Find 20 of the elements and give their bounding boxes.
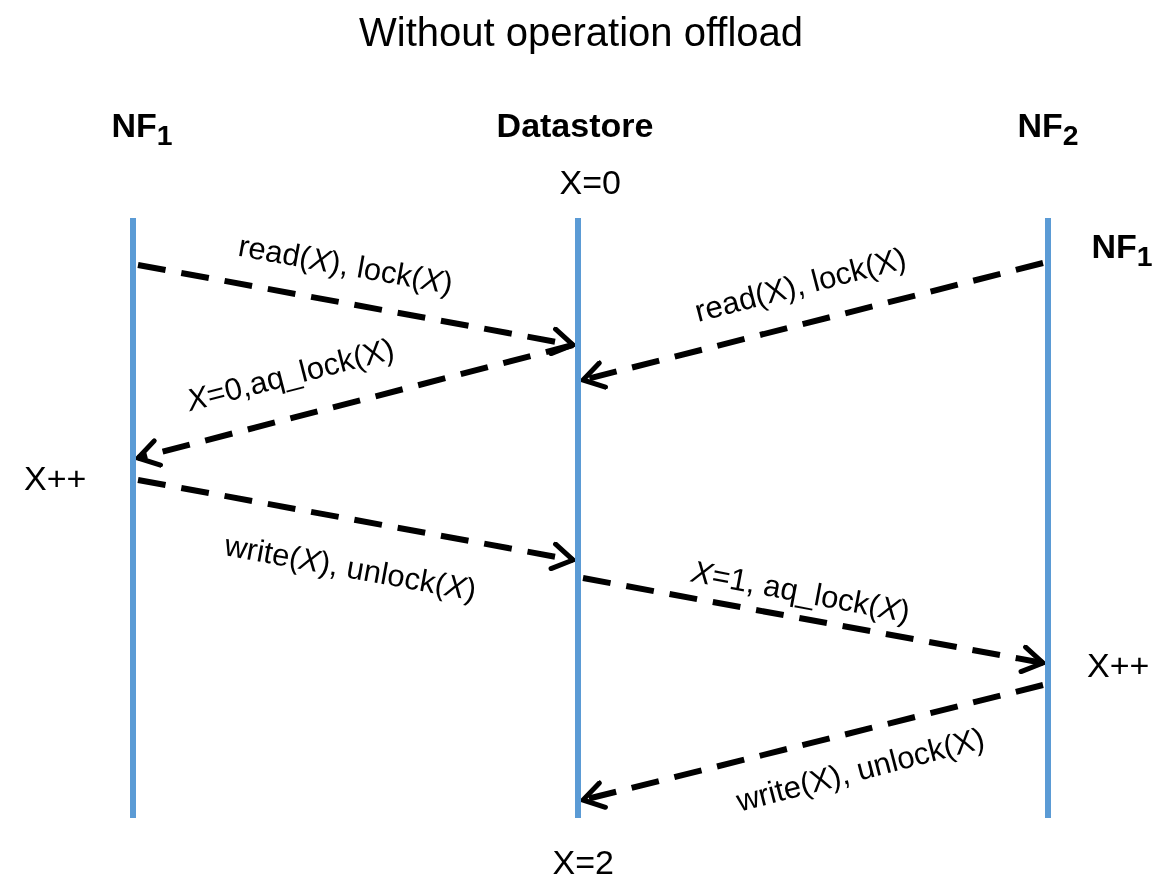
message-label: X=1, aq_lock(X) <box>688 553 913 631</box>
operation-note: X++ <box>24 458 87 498</box>
lifeline-heading: NF$_{1}$ <box>110 105 174 153</box>
dashed-arrow <box>580 682 1044 810</box>
lifeline-heading: NF$_{1}$ <box>1091 227 1153 273</box>
dashed-arrow <box>135 342 574 468</box>
dashed-arrow <box>137 262 576 357</box>
dashed-arrow <box>580 260 1044 390</box>
state-value: X=0 <box>559 162 621 202</box>
message-label: read(X), lock(X) <box>235 228 456 302</box>
message-label: read(X), lock(X) <box>690 240 910 330</box>
dashed-arrow <box>582 575 1046 675</box>
message-label: write(X), unlock(X) <box>221 527 479 609</box>
lifeline-heading: Datastore <box>495 105 655 145</box>
diagram-title: Without operation offload <box>359 9 803 55</box>
dashed-arrow <box>137 477 576 572</box>
message-label: write(X), unlock(X) <box>732 720 988 820</box>
operation-note: X++ <box>1087 645 1150 685</box>
state-value: X=2 <box>552 842 614 882</box>
lifeline-heading: NF$_{2}$ <box>1016 105 1080 153</box>
